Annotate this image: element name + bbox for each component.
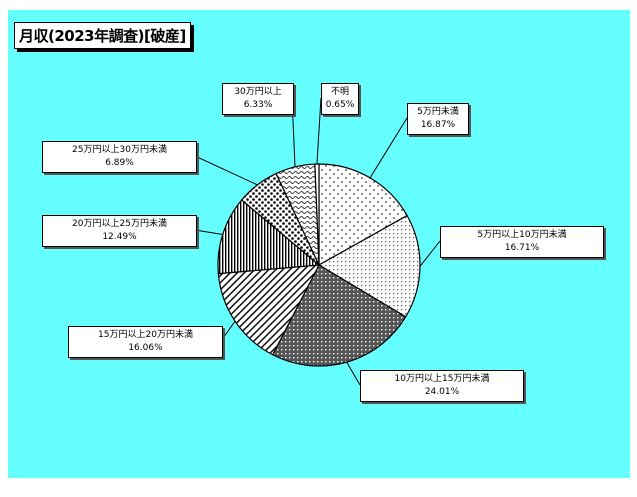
slice-percent: 16.06%	[128, 343, 163, 353]
slice-category: 5万円未満	[417, 107, 459, 117]
slice-label: 5万円未満 16.87%	[407, 103, 469, 135]
slice-percent: 12.49%	[102, 232, 137, 242]
leader-line	[346, 361, 361, 386]
leader-line	[194, 155, 258, 186]
leader-line	[194, 229, 223, 235]
chart-title: 月収(2023年調査)[破産]	[14, 22, 191, 49]
slice-label: 15万円以上20万円未満 16.06%	[68, 326, 223, 358]
slice-label: 30万円以上 6.33%	[222, 83, 294, 115]
slice-category: 不明	[330, 87, 349, 97]
slice-category: 30万円以上	[234, 87, 282, 97]
leader-line	[419, 240, 441, 267]
pie-slice	[314, 163, 320, 266]
slice-percent: 16.71%	[504, 243, 540, 253]
slice-label: 25万円以上30万円未満 6.89%	[42, 141, 197, 173]
leader-line	[316, 97, 322, 165]
slice-category: 20万円以上25万円未満	[72, 219, 167, 229]
pie-slice	[217, 199, 321, 275]
slice-percent: 16.87%	[420, 120, 456, 130]
slice-category: 15万円以上20万円未満	[98, 330, 193, 340]
slice-percent: 6.33%	[243, 100, 273, 110]
slice-label: 5万円以上10万円未満 16.71%	[440, 226, 604, 258]
pie-slice	[318, 163, 408, 267]
leader-line	[369, 117, 408, 179]
slice-label: 10万円以上15万円未満 24.01%	[360, 370, 524, 402]
pie-slice	[217, 264, 321, 356]
slice-percent: 6.89%	[105, 158, 134, 168]
leader-line	[220, 320, 236, 342]
slice-percent: 0.65%	[325, 100, 355, 110]
pie-slice	[317, 214, 421, 318]
slice-percent: 24.01%	[424, 387, 460, 397]
slice-category: 10万円以上15万円未満	[394, 374, 490, 384]
slice-category: 5万円以上10万円未満	[477, 230, 567, 240]
pie-slice	[271, 264, 407, 367]
slice-label: 20万円以上25万円未満 12.49%	[42, 215, 197, 247]
slice-category: 25万円以上30万円未満	[72, 145, 167, 155]
slice-label: 不明 0.65%	[321, 83, 359, 115]
